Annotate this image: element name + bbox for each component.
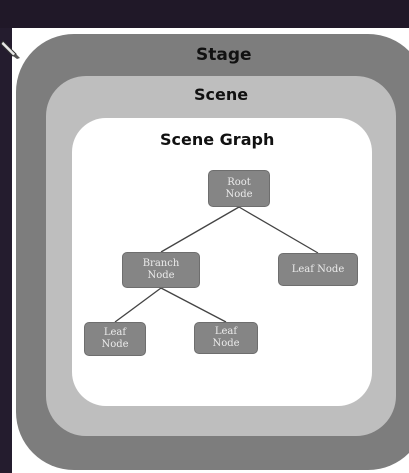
window-side-bar [0,28,12,473]
edge-branch-leaf-left-1 [114,287,162,323]
root-node: Root Node [208,170,270,207]
pen-cursor-icon [0,40,20,59]
leaf-node-left-1: Leaf Node [84,322,146,356]
window-top-bar [0,0,409,28]
scene-graph-label: Scene Graph [160,130,275,149]
leaf-node-left-2: Leaf Node [194,322,258,354]
edge-branch-leaf-left-2 [160,287,227,323]
branch-node: Branch Node [122,252,200,288]
stage-label: Stage [196,45,252,65]
edge-root-branch [160,206,240,253]
edge-root-leaf-right [238,206,319,254]
scene-label: Scene [194,85,249,104]
leaf-node-right: Leaf Node [278,253,358,286]
